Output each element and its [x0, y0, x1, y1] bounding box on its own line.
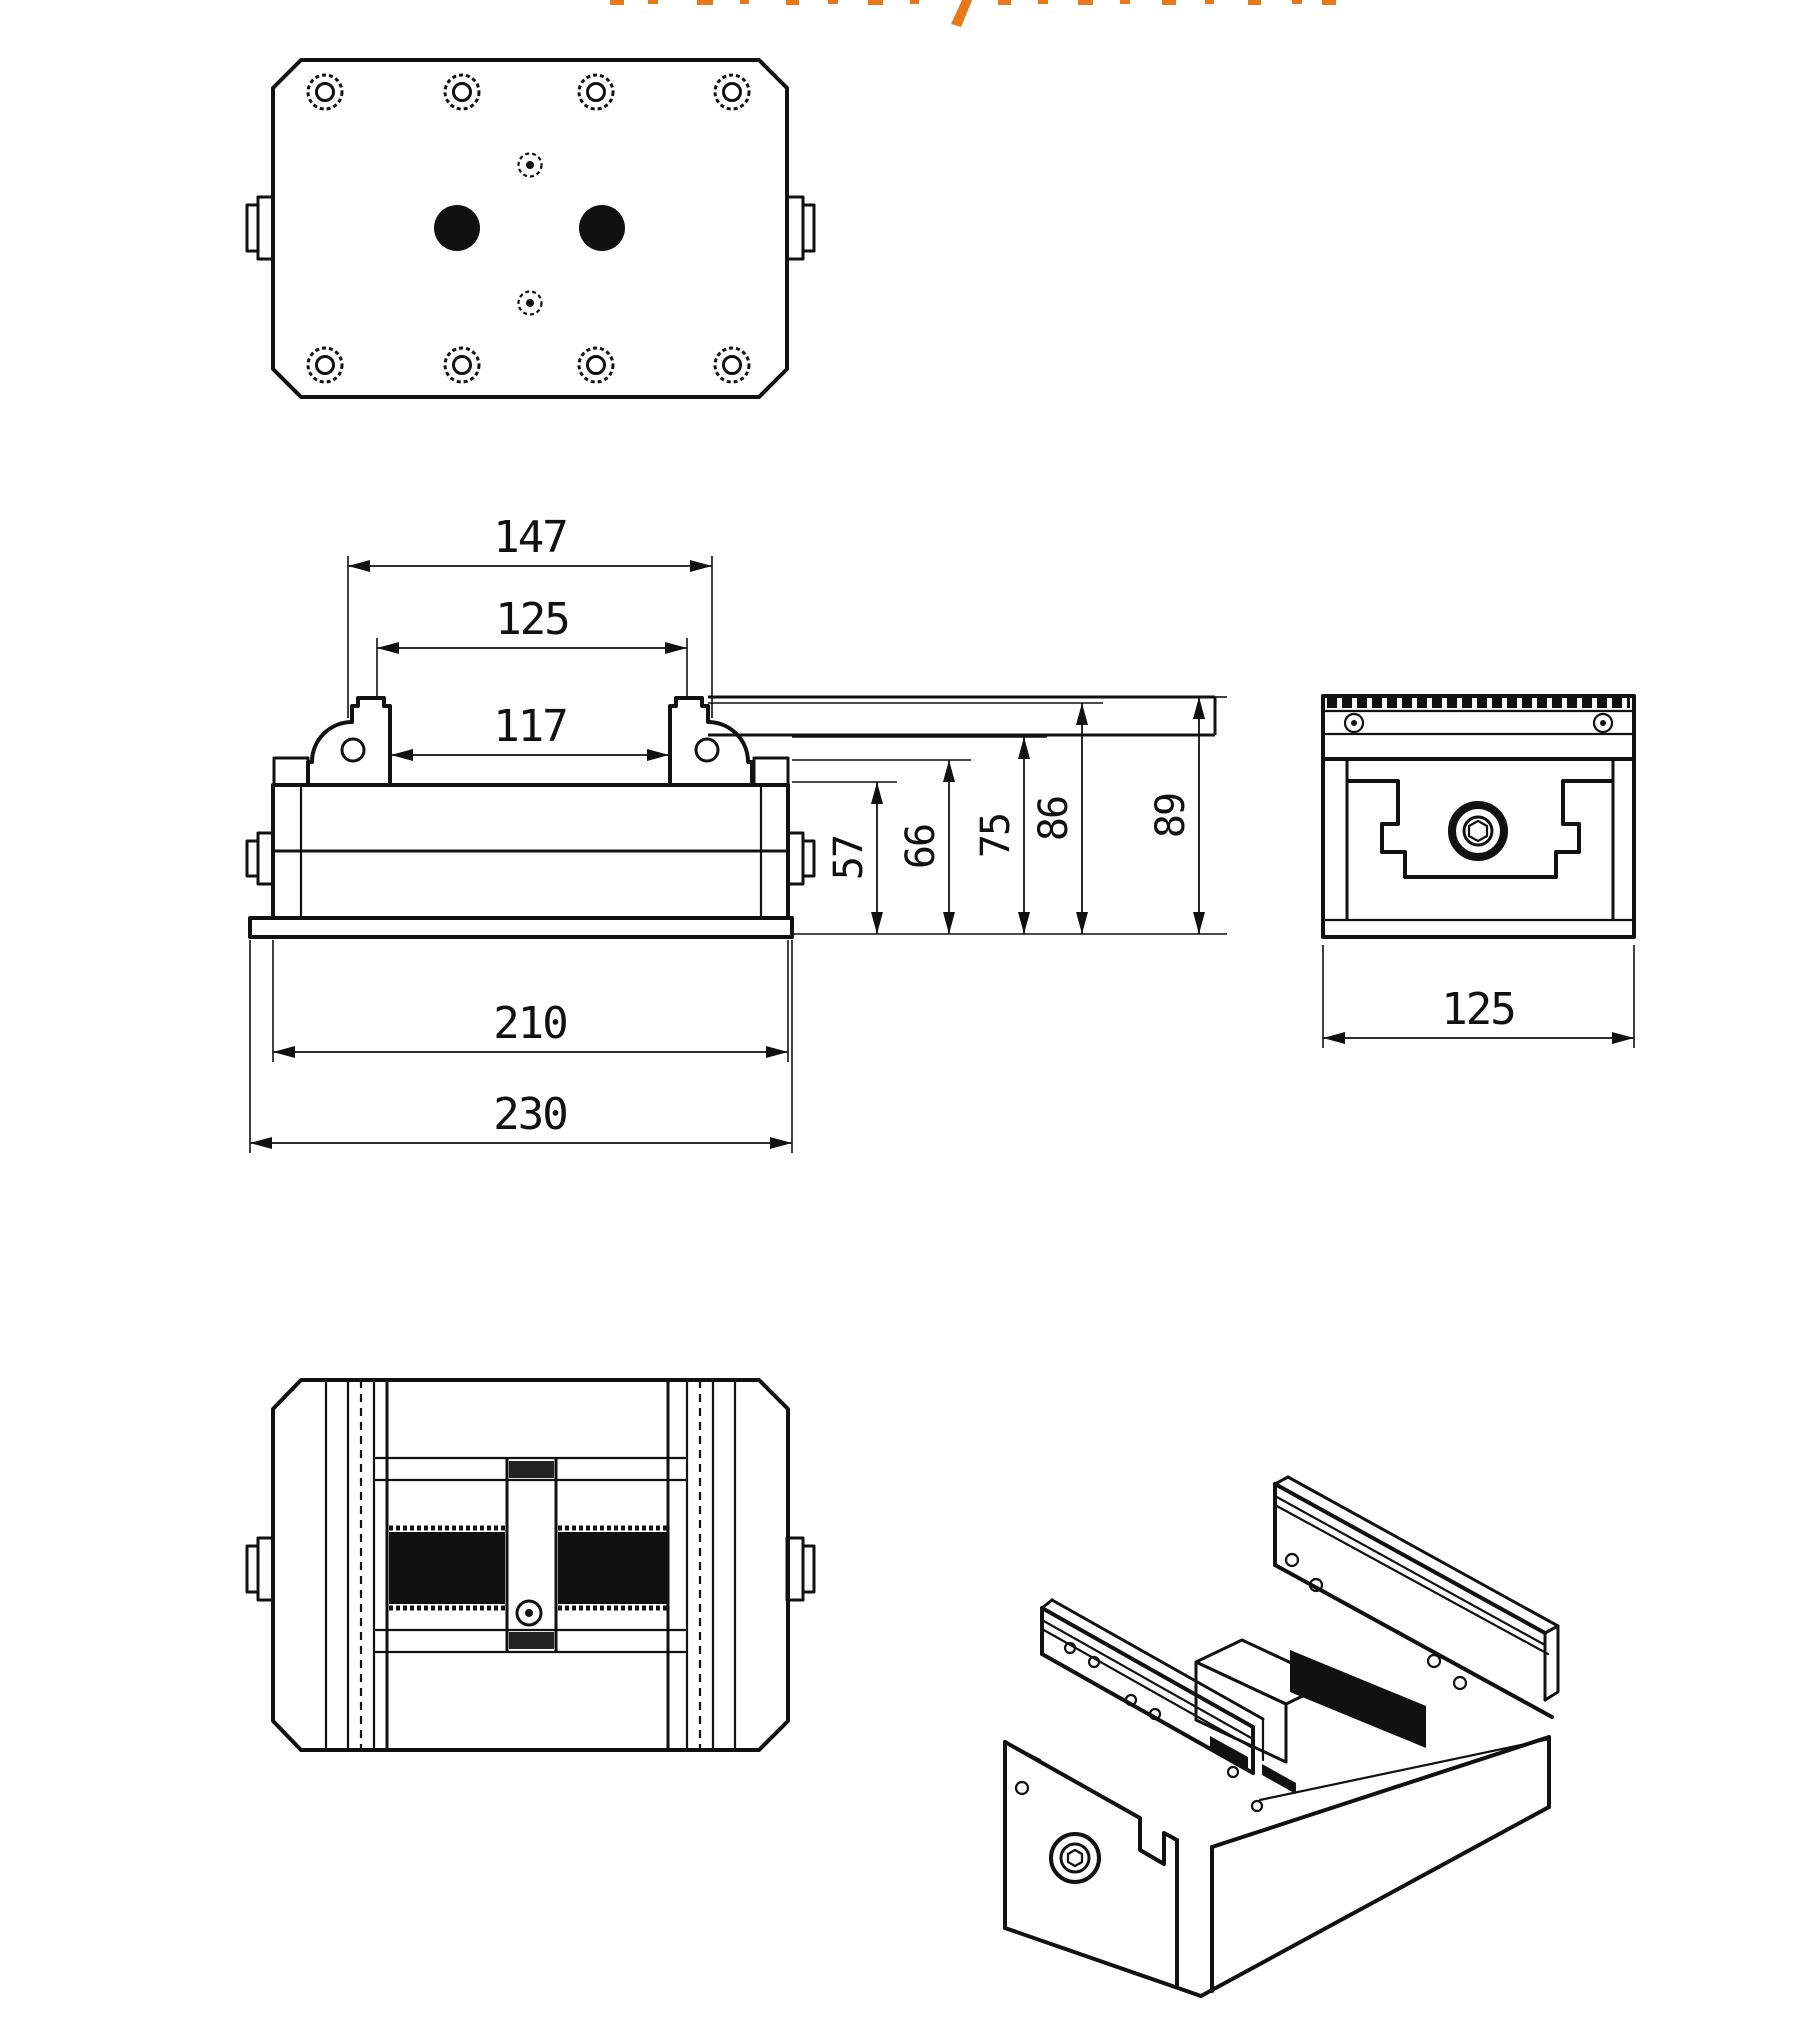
dim-label-86: 86: [1031, 797, 1077, 841]
right-jaw: [668, 696, 754, 787]
dim-label-75: 75: [973, 814, 1019, 858]
front-left-tab: [245, 831, 275, 886]
iso-thread-band: [1290, 1650, 1426, 1748]
right-side-tab: [785, 195, 816, 261]
dimension-75: 75: [973, 737, 1030, 934]
slide-bar: [708, 695, 1227, 737]
dim-label-117: 117: [493, 701, 566, 752]
left-jaw: [306, 696, 392, 787]
dimension-66: 66: [898, 760, 955, 934]
right-end-step: [752, 756, 790, 787]
left-side-tab: [245, 195, 275, 261]
dimension-210: 210: [272, 940, 789, 1062]
side-view: 125: [1321, 694, 1636, 1048]
dimension-117: 117: [391, 701, 669, 761]
orange-slash-fragment: [951, 0, 973, 27]
bolt-holes-top-row: [306, 73, 751, 111]
dim-label-57: 57: [826, 836, 872, 880]
cropped-orange-text-fragments: [610, 0, 1336, 27]
t-slot-profile: [1347, 779, 1613, 879]
dim-label-89: 89: [1148, 794, 1194, 838]
jaw-plate-screw-left: [1343, 712, 1365, 734]
lead-screw-thread: [389, 1525, 668, 1611]
bolt-holes-bottom-row: [306, 346, 751, 384]
dimension-125: 125: [376, 594, 688, 700]
jaw-plate-screw-right: [1592, 712, 1614, 734]
dim-label-125: 125: [495, 594, 568, 645]
left-jaw-hole: [340, 737, 366, 763]
dim-label-147: 147: [493, 512, 566, 563]
front-right-tab: [786, 831, 816, 886]
side-view-outline: [1321, 694, 1636, 939]
center-slide-column: [505, 1458, 558, 1652]
dim-label-66: 66: [898, 825, 944, 869]
dimension-230: 230: [249, 940, 793, 1153]
bottom-right-tab: [785, 1536, 816, 1602]
dimension-89: 89: [1148, 697, 1205, 934]
front-view: 147 125 117 57 66: [245, 512, 1227, 1153]
dim-label-230: 230: [493, 1089, 566, 1140]
dimension-side-125: 125: [1322, 945, 1635, 1048]
iso-carriage-and-screw: [1194, 1638, 1426, 1794]
center-screw-lower: [517, 290, 543, 316]
dim-label-side-125: 125: [1441, 984, 1514, 1035]
right-jaw-hole: [694, 737, 720, 763]
mounting-hole-left: [434, 205, 480, 251]
iso-screw-boss: [1049, 1832, 1101, 1884]
iso-base: [1003, 1693, 1551, 1998]
dim-label-210: 210: [493, 998, 566, 1049]
dimension-86: 86: [1031, 703, 1088, 934]
bottom-view: [245, 1378, 816, 1752]
iso-fixed-jaw: [1273, 1475, 1560, 1719]
top-view-outline: [271, 58, 789, 399]
front-base-slab: [248, 916, 794, 939]
mounting-hole-right: [579, 205, 625, 251]
bottom-left-tab: [245, 1536, 275, 1602]
dimension-147: 147: [347, 512, 713, 718]
top-view: [245, 58, 816, 399]
left-end-step: [272, 756, 310, 787]
dimension-57: 57: [826, 782, 883, 934]
bottom-view-outline: [271, 1378, 790, 1752]
center-hex-bolt: [1448, 801, 1508, 861]
isometric-view: [1003, 1475, 1560, 1998]
center-screw-upper: [517, 152, 543, 178]
